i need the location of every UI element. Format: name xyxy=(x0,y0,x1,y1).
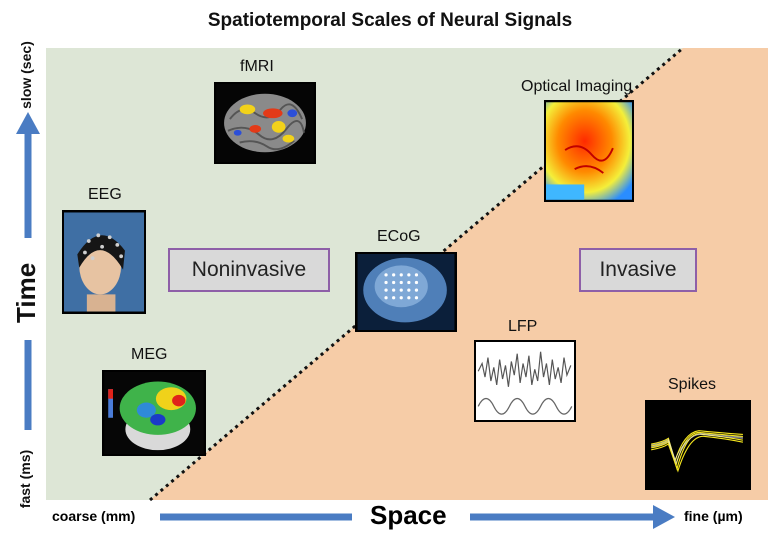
fmri-label: fMRI xyxy=(240,58,274,75)
x-axis-title: Space xyxy=(370,500,447,530)
y-axis-slow-label: slow (sec) xyxy=(18,41,34,109)
lfp-trace-image xyxy=(474,340,576,422)
meg-head-image xyxy=(102,370,206,456)
space-arrow xyxy=(160,505,675,529)
spikes-waveform-image xyxy=(645,400,751,490)
diagram-title: Spatiotemporal Scales of Neural Signals xyxy=(207,10,573,31)
x-axis-fine-label: fine (µm) xyxy=(684,508,743,524)
spikes-label: Spikes xyxy=(668,376,717,393)
ecog-label: ECoG xyxy=(377,228,421,245)
eeg-cap-image xyxy=(62,210,146,314)
optical-imaging-label: Optical Imaging xyxy=(521,78,633,95)
time-arrow xyxy=(16,112,40,430)
meg-label: MEG xyxy=(131,346,168,363)
y-axis-fast-label: fast (ms) xyxy=(17,449,33,509)
optical-imaging-image xyxy=(544,100,634,202)
eeg-label: EEG xyxy=(88,186,122,203)
invasive-box: Invasive xyxy=(579,248,697,292)
fmri-brain-image xyxy=(214,82,316,164)
lfp-label: LFP xyxy=(508,318,538,335)
ecog-image xyxy=(355,252,457,332)
y-axis-title: Time xyxy=(11,262,41,323)
x-axis-coarse-label: coarse (mm) xyxy=(52,508,136,524)
noninvasive-box: Noninvasive xyxy=(168,248,330,292)
